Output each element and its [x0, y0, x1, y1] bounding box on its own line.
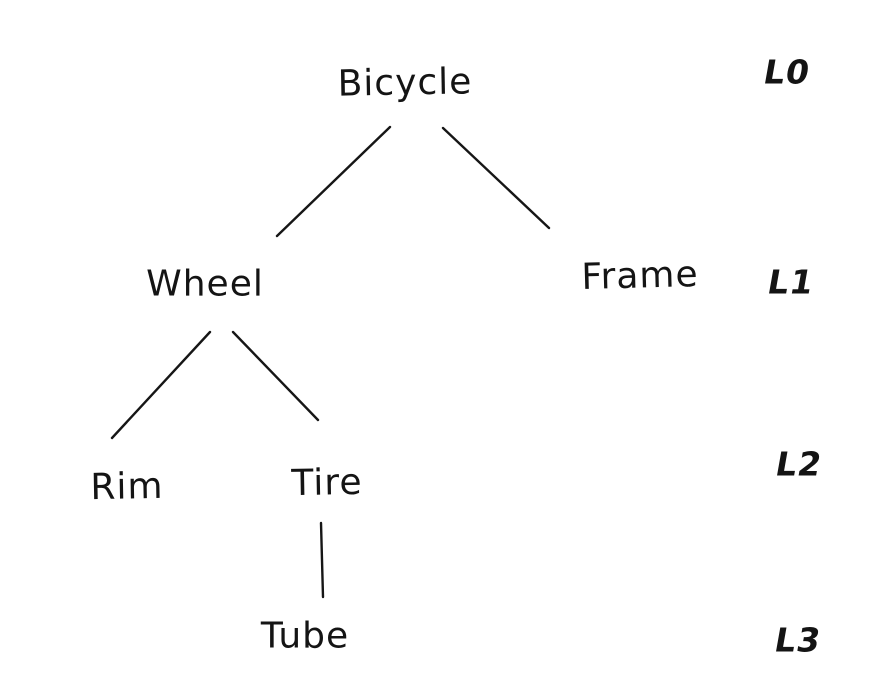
level-label-l3: L3: [771, 620, 825, 660]
node-frame: Frame: [580, 253, 700, 299]
node-wheel: Wheel: [146, 263, 264, 305]
level-label-l0: L0: [760, 52, 814, 92]
node-bicycle: Bicycle: [337, 61, 473, 105]
level-label-l1: L1: [764, 262, 818, 302]
edge-wheel-rim: [110, 330, 212, 440]
edge-tire-tube: [319, 521, 325, 599]
node-rim: Rim: [90, 465, 164, 509]
node-tire: Tire: [291, 461, 363, 505]
edge-bicycle-wheel: [275, 125, 392, 238]
node-tube: Tube: [260, 615, 350, 657]
level-label-l2: L2: [772, 444, 826, 484]
edge-wheel-tire: [231, 330, 320, 422]
edge-bicycle-frame: [441, 126, 551, 230]
